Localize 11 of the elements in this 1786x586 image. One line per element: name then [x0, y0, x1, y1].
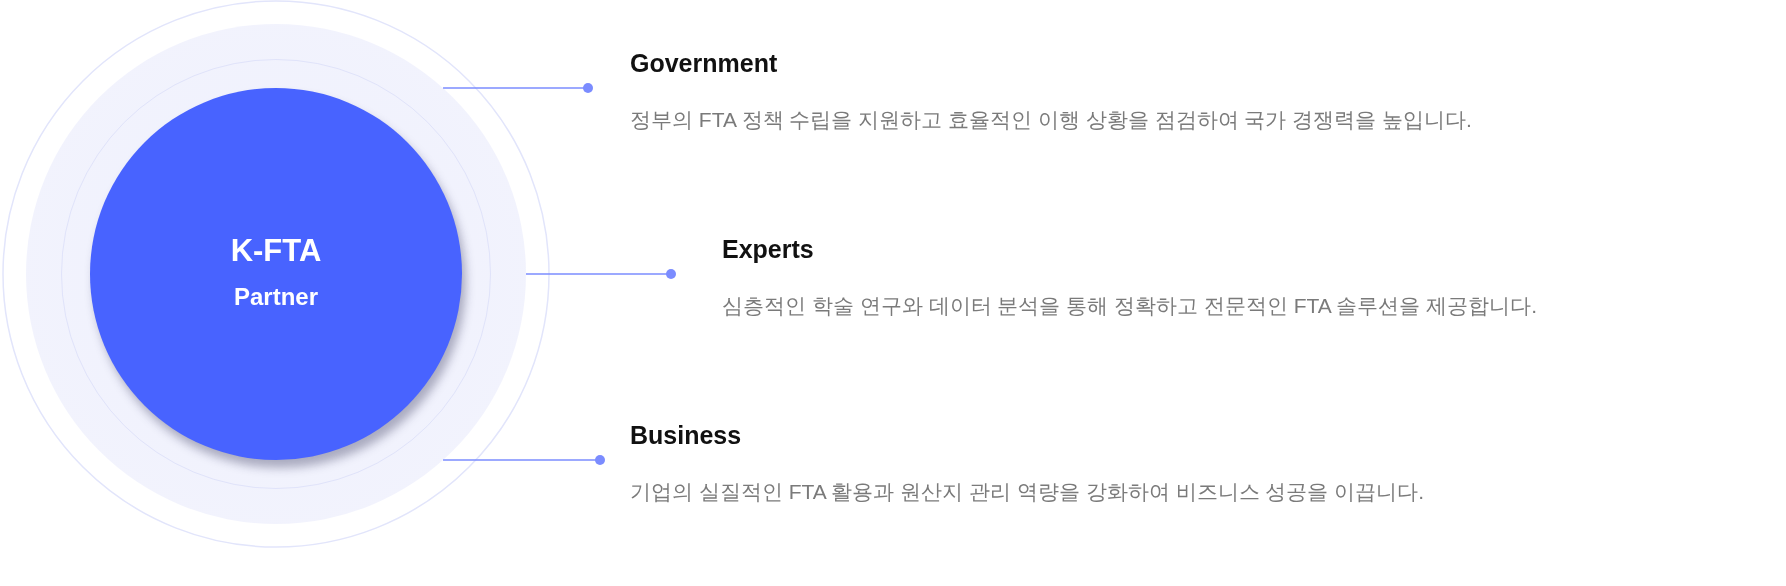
circle-subtitle: Partner [233, 282, 318, 312]
leader-line [525, 269, 676, 279]
description: 심층적인 학술 연구와 데이터 분석을 통해 정확하고 전문적인 FTA 솔루션을 제공합니다. [722, 293, 1538, 319]
leader-line [442, 455, 605, 465]
heading: Business [630, 420, 743, 450]
description: 기업의 실질적인 FTA 활용과 원산지 관리 역량을 강화하여 비즈니스 성공을 이끕니다. [630, 479, 1425, 505]
circle-title: K-FTA [230, 233, 322, 269]
leader-line [442, 83, 593, 93]
heading: Government [630, 48, 779, 78]
heading: Experts [722, 234, 815, 264]
description: 정부의 FTA 정책 수립을 지원하고 효율적인 이행 상황을 점검하여 국가 경쟁력을 높입니다. [630, 107, 1472, 133]
